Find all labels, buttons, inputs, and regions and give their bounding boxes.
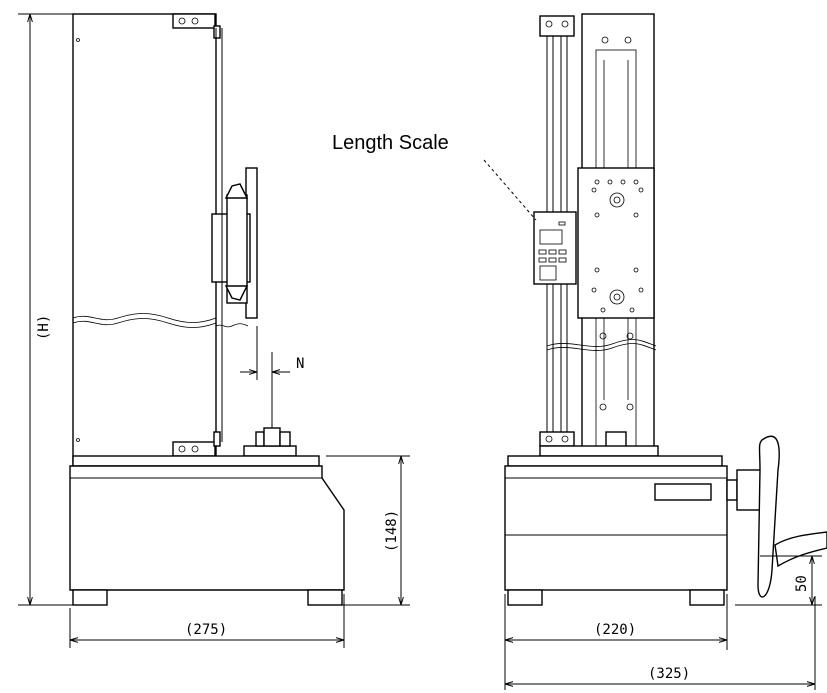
side-break-line [72, 313, 217, 323]
length-scale-unit [533, 211, 577, 285]
front-label-plate [654, 483, 712, 501]
side-wing-nut-top [224, 183, 249, 199]
side-top-block [172, 13, 216, 29]
handwheel-rim [757, 435, 780, 598]
front-foot-right [689, 589, 725, 606]
side-stage [72, 455, 320, 467]
handwheel-hub [726, 479, 738, 501]
dim-side-width: (275) [185, 622, 227, 638]
handle-height-dimension: 50 [735, 555, 822, 606]
side-width-dimension: (275) [69, 594, 345, 648]
front-width-dimension: (220) [504, 594, 728, 690]
side-view: N [69, 13, 345, 606]
side-fixture [243, 445, 297, 457]
front-base [504, 465, 728, 591]
front-break-line [546, 339, 657, 347]
dim-handle-height: 50 [794, 575, 810, 592]
side-foot-right [307, 589, 343, 606]
dim-total-width: (325) [648, 666, 690, 682]
height-dimension: (H) [18, 13, 73, 606]
front-top-block [539, 15, 575, 37]
dim-height: (H) [36, 315, 52, 340]
dim-front-width: (220) [594, 622, 636, 638]
side-foot-left [72, 589, 108, 606]
dim-base-height: (148) [384, 510, 400, 552]
length-scale-label: Length Scale [332, 132, 449, 154]
length-scale-callout: Length Scale [332, 132, 537, 221]
total-width-dimension: (325) [505, 596, 816, 690]
base-height-dimension: (148) [326, 455, 410, 606]
side-base [69, 465, 345, 591]
front-stage [507, 455, 723, 467]
side-column [72, 13, 217, 467]
handwheel-crank [774, 531, 827, 568]
front-foot-left [507, 589, 543, 606]
dim-n: N [296, 356, 304, 372]
side-wing-nut-bottom [224, 285, 249, 301]
front-view [504, 13, 827, 606]
